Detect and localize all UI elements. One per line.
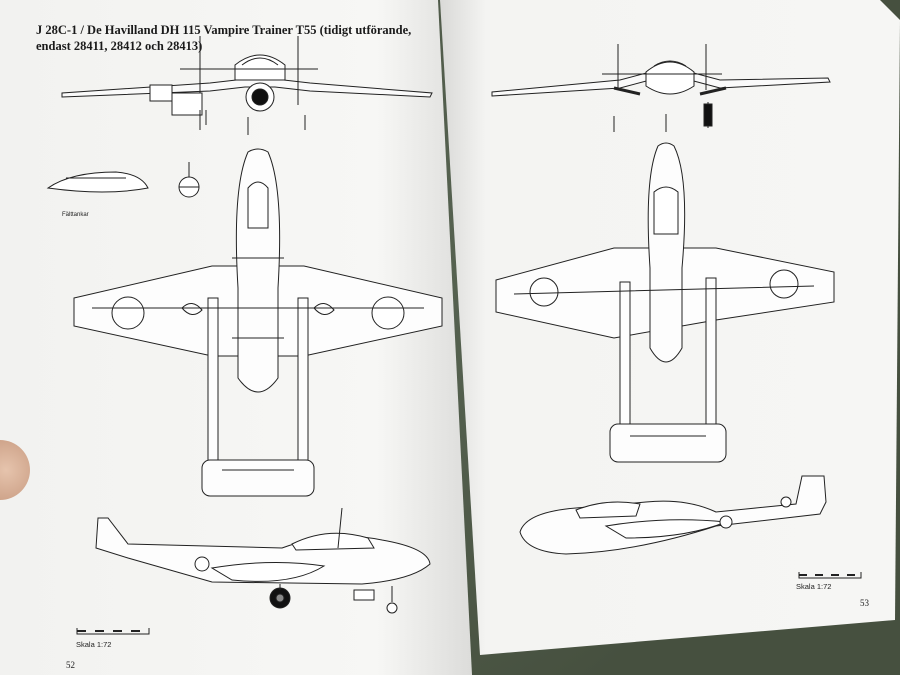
drop-tank-label: Fälttankar <box>62 212 89 218</box>
scale-bar-right <box>798 570 862 580</box>
page-title: J 28C-1 / De Havilland DH 115 Vampire Tr… <box>36 23 412 53</box>
front-view-drawing-right <box>490 42 832 134</box>
front-view-drawing <box>60 35 440 135</box>
right-page: Skala 1:72 53 <box>440 0 900 655</box>
side-view-drawing <box>92 508 434 618</box>
scale-label-left: Skala 1:72 <box>76 640 112 649</box>
page-number-right: 53 <box>860 598 869 608</box>
side-view-drawing-right <box>516 472 828 558</box>
top-view-drawing-right <box>494 142 836 467</box>
page-number-left: 52 <box>66 660 75 670</box>
scale-label-right: Skala 1:72 <box>796 582 832 591</box>
top-view-drawing <box>72 148 444 503</box>
left-page: J 28C-1 / De Havilland DH 115 Vampire Tr… <box>0 0 472 675</box>
drop-tank-front-drawing <box>174 162 204 200</box>
drop-tank-side-drawing <box>46 168 150 198</box>
scale-bar-left <box>76 626 150 636</box>
